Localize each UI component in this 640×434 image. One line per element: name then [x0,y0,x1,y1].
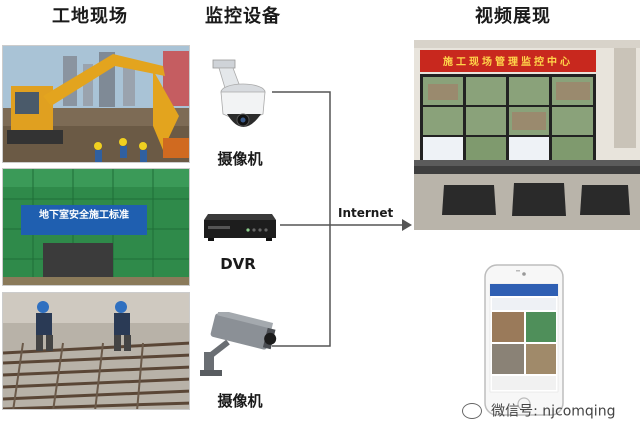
monitoring-center-banner: 施工现场管理监控中心 [443,57,573,68]
site-banner-text: 地下室安全施工标准 [39,210,129,221]
title-devices: 监控设备 [205,6,281,27]
title-site: 工地现场 [52,6,128,27]
device-label-camera-1: 摄像机 [217,150,263,168]
dvr-recorder-icon [200,212,276,242]
site-photo-building: 地下室安全施工标准 [2,168,190,286]
internet-label: Internet [338,206,394,220]
monitoring-center-photo: 施工现场管理监控中心 [414,40,640,230]
site-photo-rebar-workers [2,292,190,410]
watermark-text: 微信号: njcomqing [491,403,616,420]
bullet-camera-icon [198,309,278,378]
wechat-icon [462,402,482,419]
title-display: 视频展现 [475,6,551,27]
site-photo-excavator [2,45,190,163]
smartphone-icon [484,264,564,416]
ptz-dome-camera-icon [205,58,271,140]
wechat-watermark: 微信号: njcomqing [462,400,638,422]
device-label-camera-2: 摄像机 [217,392,263,410]
device-label-dvr: DVR [220,255,256,273]
